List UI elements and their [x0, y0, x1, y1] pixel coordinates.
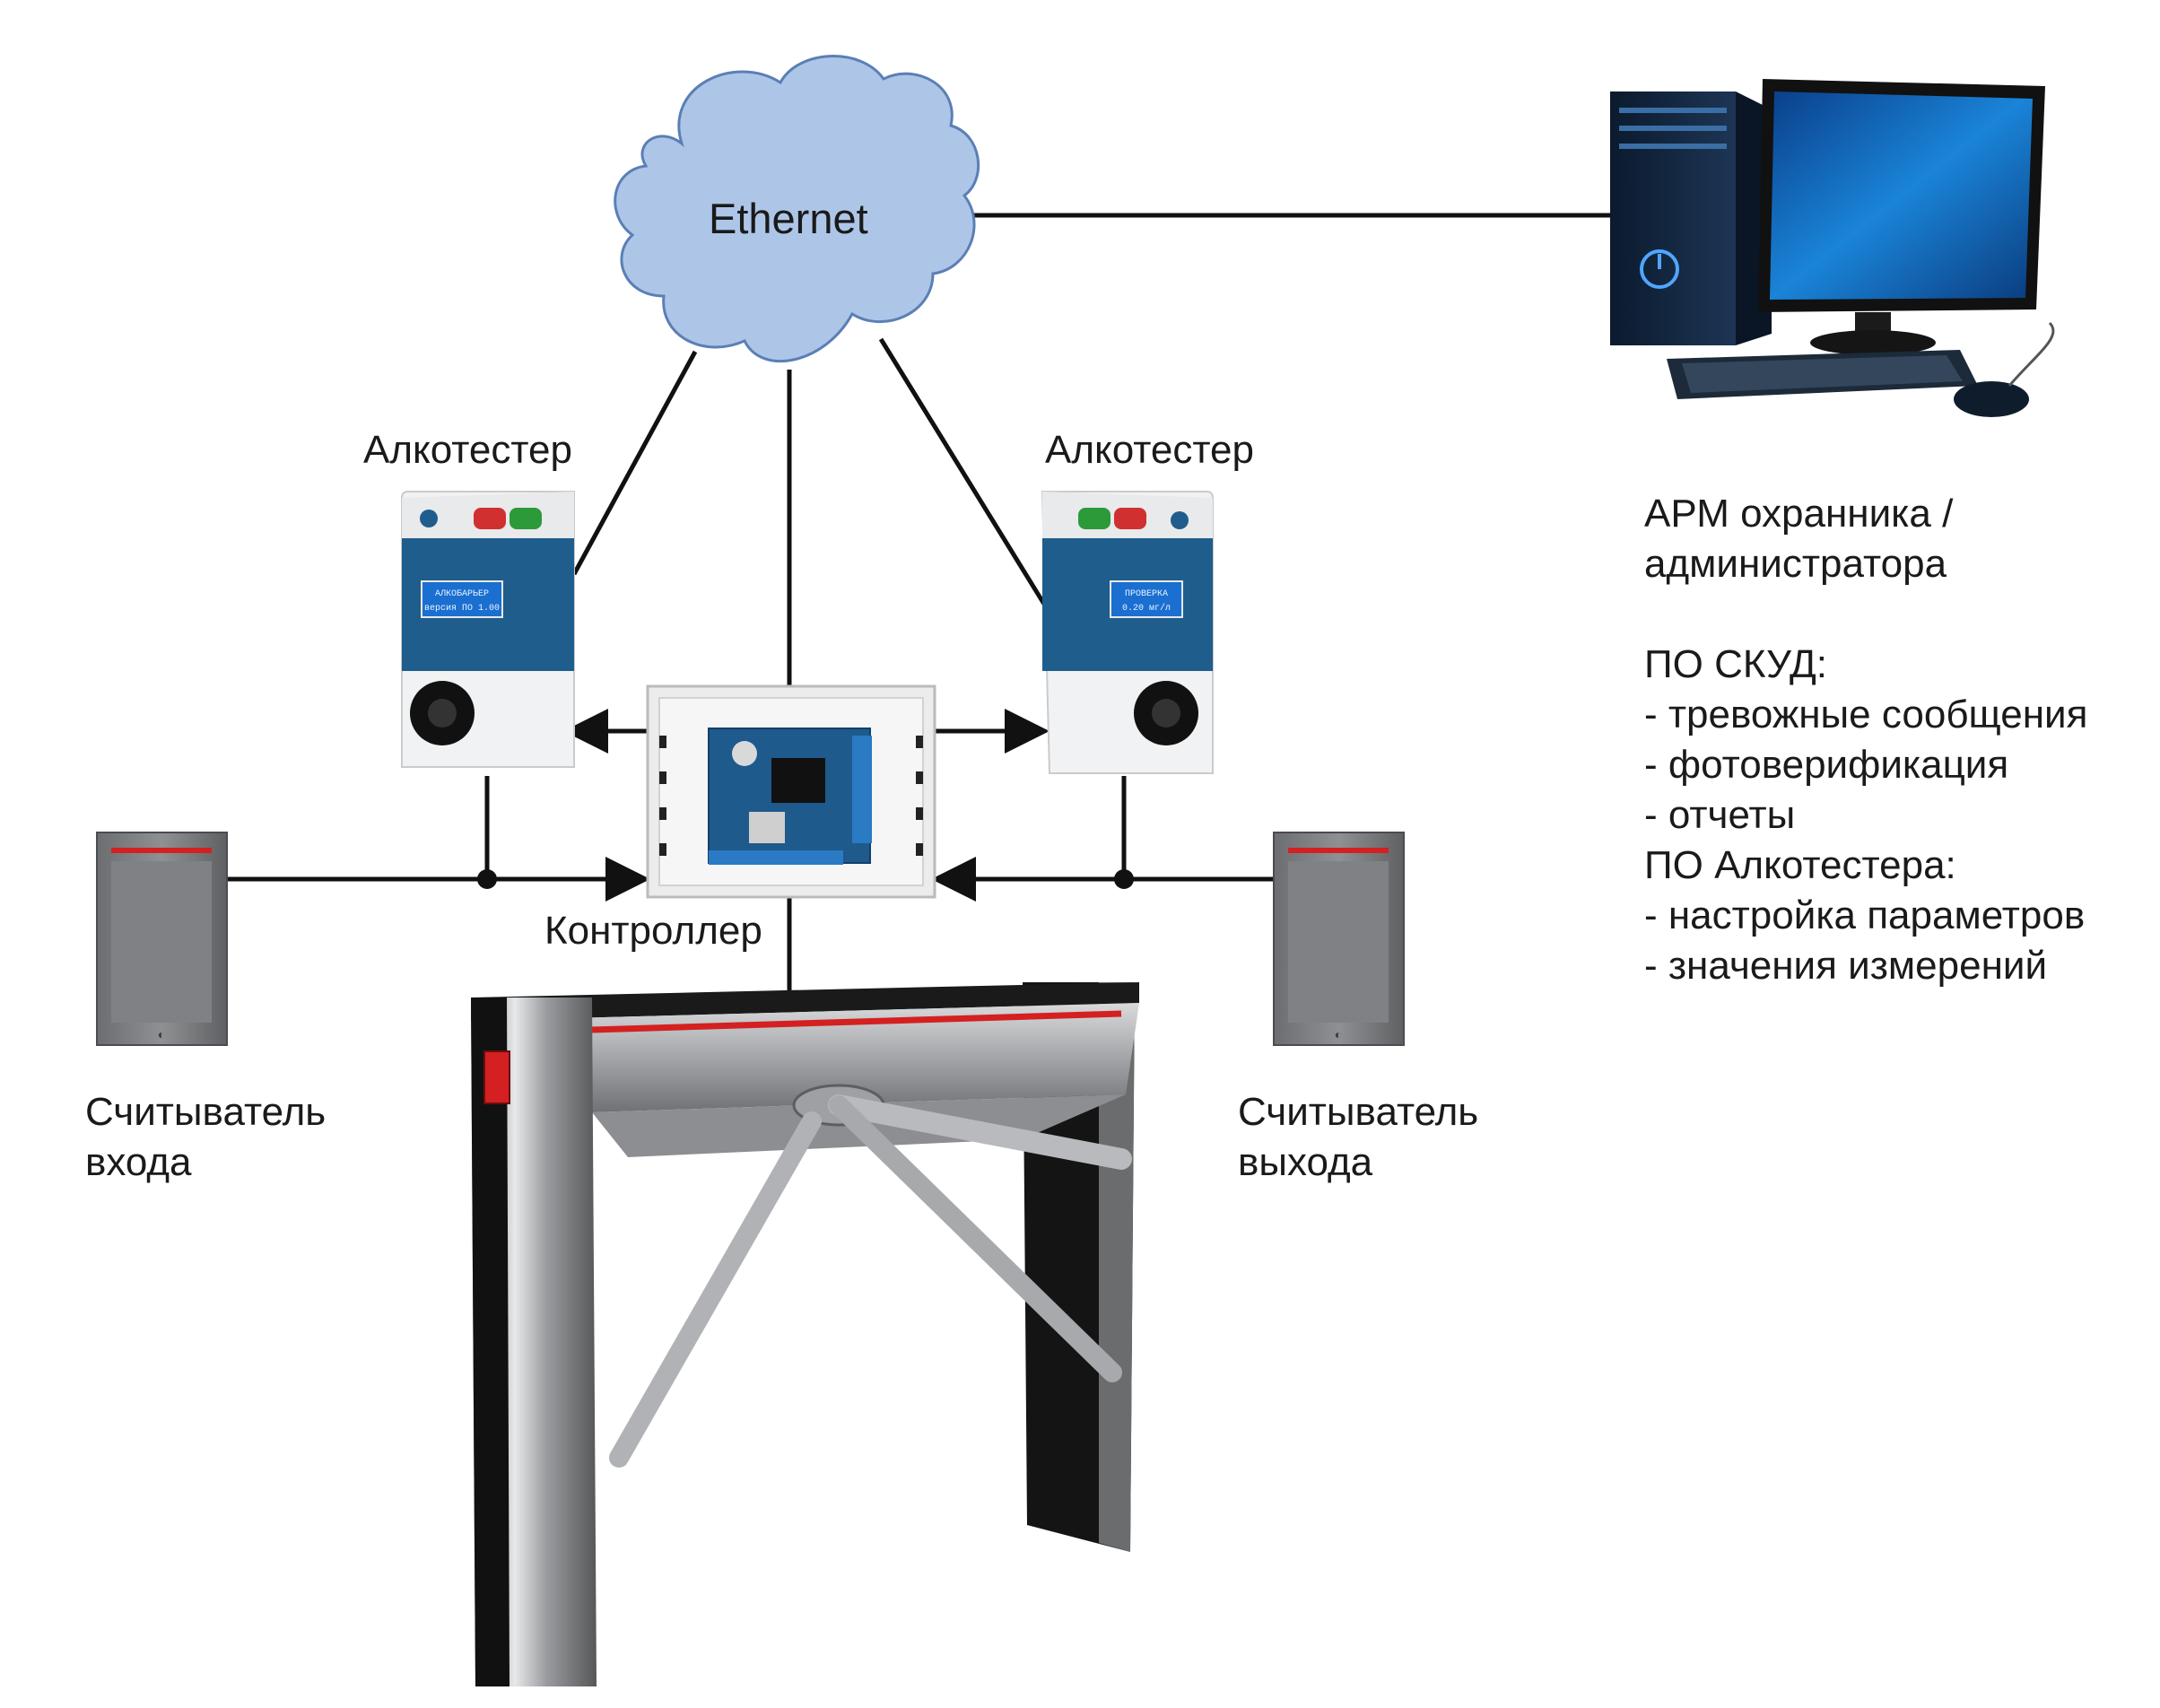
workstation-title-line1: АРМ охранника /: [1644, 492, 1954, 536]
controller-icon: [646, 684, 936, 899]
link-cloud-alcotester-right: [878, 337, 1048, 607]
reader-entry-icon: ◐: [96, 832, 228, 1046]
alcotester-left-label: Алкотестер: [363, 428, 572, 472]
svg-text:◐: ◐: [158, 1027, 165, 1041]
cloud-label: Ethernet: [709, 195, 868, 242]
workstation-description: АРМ охранника / администратора ПО СКУД: …: [1644, 489, 2087, 991]
alcotester-software-item: - настройка параметров: [1644, 893, 2086, 937]
reader-exit-label-line1: Считыватель: [1238, 1090, 1479, 1134]
svg-text:◐: ◐: [1335, 1027, 1342, 1041]
acs-item: - отчеты: [1644, 793, 1796, 837]
acs-item: - фотоверификация: [1644, 743, 2009, 787]
alcotester-right-label: Алкотестер: [1045, 428, 1254, 472]
alcotester-software-heading: ПО Алкотестера:: [1644, 843, 1956, 887]
controller-label: Контроллер: [544, 909, 762, 953]
reader-exit-label-line2: выхода: [1238, 1140, 1373, 1184]
alcotester-software-item: - значения измерений: [1644, 944, 2048, 988]
reader-entry-label: Считыватель входа: [85, 1087, 326, 1188]
alcotester-right-screen-line2: 0.20 мг/л: [1122, 603, 1171, 614]
acs-item: - тревожные сообщения: [1644, 693, 2088, 736]
alcotester-left-icon: АЛКОБАРЬЕР версия ПО 1.00: [401, 491, 575, 768]
junction-dot-right: [1114, 869, 1134, 889]
reader-entry-label-line2: входа: [85, 1140, 192, 1184]
reader-entry-label-line1: Считыватель: [85, 1090, 327, 1134]
turnstile-icon: [471, 982, 1139, 1686]
alcotester-right-icon: ПРОВЕРКА 0.20 мг/л: [1041, 491, 1214, 774]
ethernet-cloud-icon: [614, 55, 980, 362]
acs-software-heading: ПО СКУД:: [1644, 642, 1827, 686]
reader-exit-label: Считыватель выхода: [1238, 1087, 1478, 1188]
alcotester-right-screen-line1: ПРОВЕРКА: [1125, 589, 1168, 599]
link-cloud-alcotester-left: [571, 350, 698, 576]
workstation-icon: [1610, 79, 2055, 417]
workstation-spacer: [1644, 589, 2087, 640]
alcotester-left-screen-line2: версия ПО 1.00: [424, 604, 500, 614]
workstation-title-line2: администратора: [1644, 542, 1947, 586]
connection-lines: [226, 213, 1615, 1000]
junction-dot-left: [477, 869, 497, 889]
reader-exit-icon: ◐: [1273, 832, 1405, 1046]
alcotester-left-screen-line1: АЛКОБАРЬЕР: [435, 589, 489, 599]
